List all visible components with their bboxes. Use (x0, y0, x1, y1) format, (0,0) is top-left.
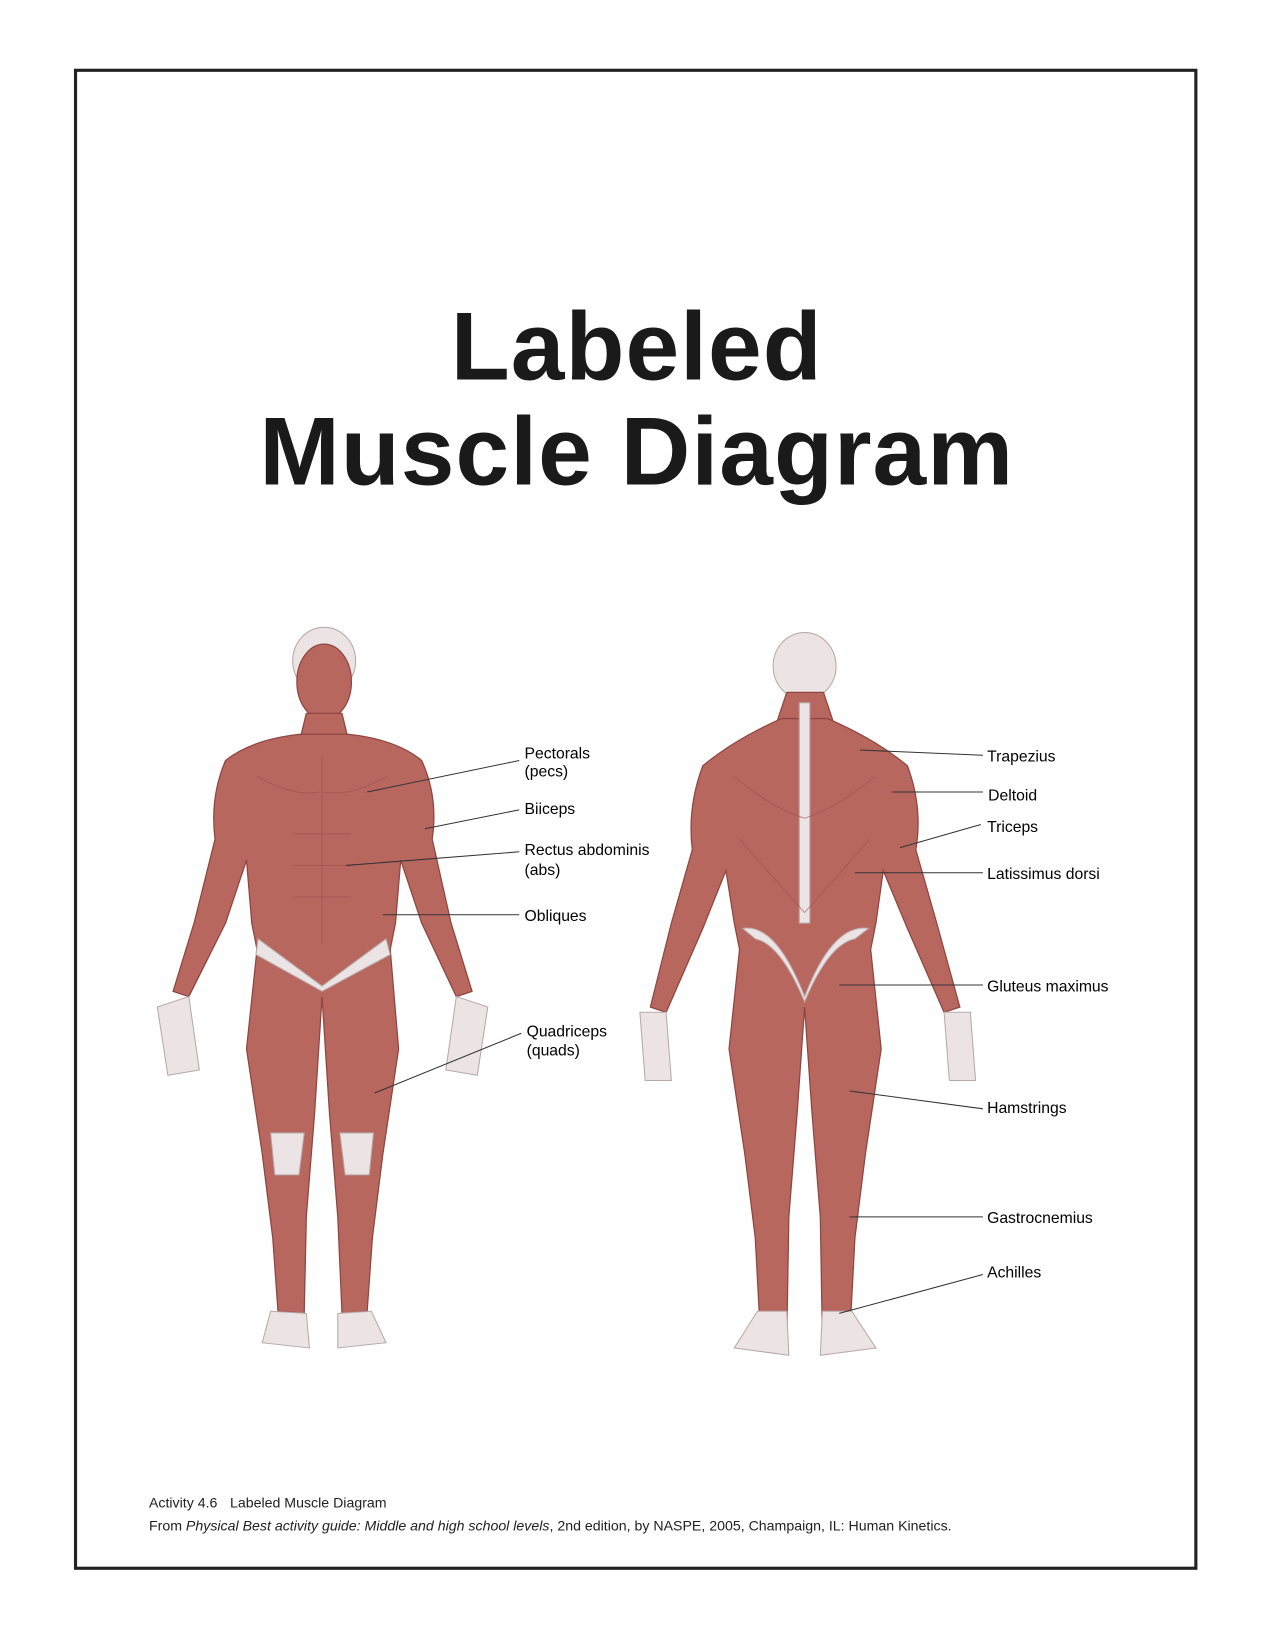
label-triceps: Triceps (987, 819, 1038, 836)
label-rectus-abdominis: Rectus abdominis (525, 842, 650, 859)
label-gastrocnemius: Gastrocnemius (987, 1210, 1093, 1227)
page-border (73, 68, 1198, 1570)
leader-line (424, 809, 520, 830)
label-trapezius: Trapezius (987, 749, 1056, 766)
label-latissimus-dorsi: Latissimus dorsi (987, 866, 1100, 883)
activity-number: Activity 4.6 (149, 1495, 218, 1511)
label-obliques: Obliques (525, 908, 587, 925)
leader-line (849, 1090, 983, 1110)
leader-line (367, 760, 520, 793)
leader-line (899, 824, 981, 849)
title-line-2: Muscle Diagram (259, 399, 1014, 506)
activity-title: Labeled Muscle Diagram (230, 1495, 387, 1511)
leader-line (346, 851, 520, 866)
label-pectorals-sub: (pecs) (525, 763, 569, 780)
source-title: Physical Best activity guide: Middle and… (186, 1518, 550, 1534)
label-biceps: Biiceps (525, 801, 576, 818)
source-suffix: , 2nd edition, by NASPE, 2005, Champaign… (549, 1518, 951, 1534)
back-labels: Trapezius Deltoid Triceps Latissimus dor… (839, 749, 1109, 1314)
label-pectorals: Pectorals (525, 745, 591, 762)
label-quadriceps: Quadriceps (527, 1023, 608, 1040)
label-rectus-abdominis-sub: (abs) (525, 862, 561, 879)
label-deltoid: Deltoid (988, 787, 1037, 804)
back-muscle-figure (639, 632, 977, 1356)
label-achilles: Achilles (987, 1265, 1041, 1282)
caption-activity: Activity 4.6 Labeled Muscle Diagram (149, 1495, 387, 1511)
front-labels: Pectorals (pecs) Biiceps Rectus abdomini… (346, 745, 650, 1094)
leader-line (839, 1274, 984, 1314)
leader-line (860, 749, 983, 756)
label-hamstrings: Hamstrings (987, 1100, 1067, 1117)
leader-line (374, 1032, 522, 1094)
source-prefix: From (149, 1518, 186, 1534)
label-gluteus-maximus: Gluteus maximus (987, 978, 1109, 995)
title-line-1: Labeled (451, 294, 823, 401)
front-muscle-figure (156, 626, 489, 1349)
caption-source: From Physical Best activity guide: Middl… (149, 1518, 952, 1534)
label-quadriceps-sub: (quads) (527, 1042, 580, 1059)
